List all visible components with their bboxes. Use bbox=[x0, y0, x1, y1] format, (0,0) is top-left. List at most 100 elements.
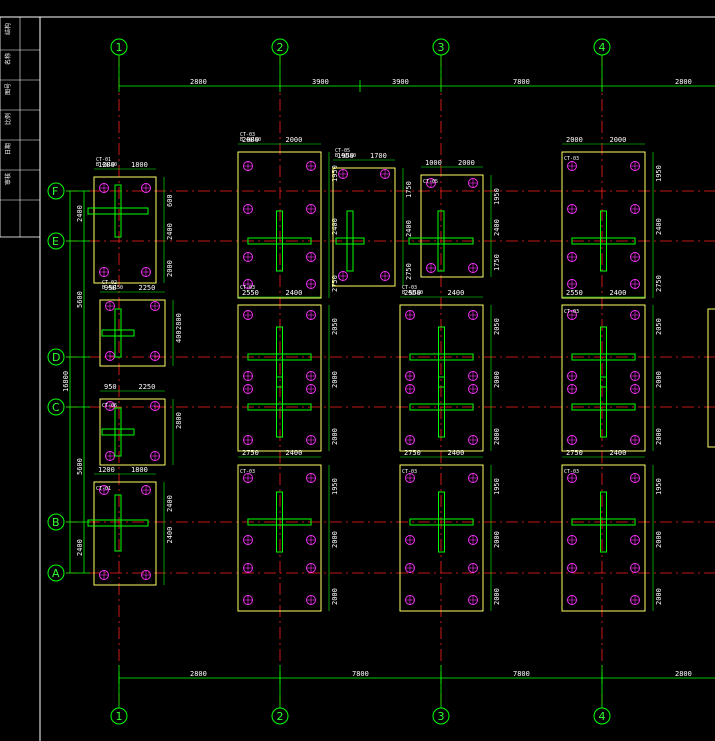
footing-tag: CT-03 bbox=[240, 469, 255, 475]
footing-dim-label: 1950 bbox=[331, 478, 339, 495]
footing-dim-label: 2000 bbox=[331, 371, 339, 388]
footing-dim-label: 2400 bbox=[166, 495, 174, 512]
footing-outline bbox=[93, 176, 157, 284]
footing-outline bbox=[420, 174, 484, 278]
footing-dim-label: 2750 bbox=[405, 263, 413, 280]
column-web bbox=[276, 491, 283, 553]
footing-dim-label: 2000 bbox=[610, 136, 627, 144]
column-web bbox=[114, 184, 122, 238]
footing-dim-label: 2050 bbox=[655, 318, 663, 335]
axis-bubble bbox=[47, 232, 65, 250]
title-block-label: 图号 bbox=[5, 83, 12, 95]
footing-dim-label: 2400 bbox=[655, 218, 663, 235]
footing-dim-label: 2000 bbox=[655, 588, 663, 605]
left-dim-label: 2400 bbox=[76, 539, 84, 556]
left-dim-label: 5600 bbox=[76, 291, 84, 308]
footing-dim-label: 1800 bbox=[131, 161, 148, 169]
column-web bbox=[276, 376, 283, 438]
row-axis-label: C bbox=[52, 401, 60, 414]
title-block-label: 日期 bbox=[4, 143, 12, 155]
footing-dim-label: 2000 bbox=[566, 136, 583, 144]
bottom-span-label: 7800 bbox=[352, 670, 369, 678]
column-web bbox=[438, 376, 445, 438]
column-web bbox=[346, 210, 354, 272]
footing-dim-label: 2050 bbox=[493, 318, 501, 335]
footing-tag: CT-01 bbox=[96, 486, 111, 492]
row-axis-label: B bbox=[52, 516, 60, 529]
title-block-label: 比例 bbox=[4, 113, 12, 125]
column-axis-label: 3 bbox=[438, 41, 445, 54]
footing-dim-label: 2400 bbox=[286, 289, 303, 297]
footing-dim-label: 1950 bbox=[655, 165, 663, 182]
footing-dim-label: 2050 bbox=[331, 318, 339, 335]
footing-spec: B 4@150 bbox=[240, 137, 261, 143]
footing-dim-label: 1750 bbox=[493, 254, 501, 271]
column-axis-label: 3 bbox=[438, 710, 445, 723]
column-flange bbox=[87, 207, 149, 215]
column-axis-label: 4 bbox=[599, 710, 606, 723]
footing-outline bbox=[99, 398, 166, 466]
footing-dim-label: 1950 bbox=[655, 478, 663, 495]
column-web bbox=[438, 491, 445, 553]
column-axis-label: 2 bbox=[277, 41, 284, 54]
footing-outline bbox=[237, 464, 322, 612]
footing-dim-label: 2400 bbox=[331, 218, 339, 235]
footing-dim-label: 2550 bbox=[566, 289, 583, 297]
footing-dim-label: 2000 bbox=[331, 531, 339, 548]
column-flange bbox=[247, 237, 312, 245]
footing-tag: CT-02 bbox=[102, 280, 117, 286]
footing-outline bbox=[561, 304, 646, 452]
footing-tag: CT-03 bbox=[240, 285, 255, 291]
axis-bubble bbox=[47, 564, 65, 582]
column-flange bbox=[571, 518, 636, 526]
axis-bubble bbox=[47, 348, 65, 366]
axis-bubble bbox=[47, 398, 65, 416]
column-flange bbox=[409, 353, 474, 361]
footing-dim-label: 2800 bbox=[175, 412, 183, 429]
column-web bbox=[114, 308, 122, 358]
column-web bbox=[437, 210, 445, 272]
footing-dim-label: 2400 bbox=[493, 219, 501, 236]
footing-dim-label: 2000 bbox=[458, 159, 475, 167]
title-block-label: 结构 bbox=[4, 23, 12, 35]
footing-dim-label: 1750 bbox=[405, 181, 413, 198]
column-axis-label: 1 bbox=[116, 41, 123, 54]
footing-dim-label: 2400 bbox=[610, 449, 627, 457]
footing-dim-label: 2750 bbox=[331, 275, 339, 292]
footing-spec: B 4@150 bbox=[335, 153, 356, 159]
bottom-span-label: 7800 bbox=[513, 670, 530, 678]
top-span-label: 2800 bbox=[675, 78, 692, 86]
column-flange bbox=[409, 518, 474, 526]
footing-dim-label: 2250 bbox=[139, 284, 156, 292]
footing-dim-label: 1700 bbox=[370, 152, 387, 160]
footing-dim-label: 2000 bbox=[493, 588, 501, 605]
footing-dim-label: 2000 bbox=[655, 531, 663, 548]
footing-spec: B 4@150 bbox=[96, 162, 117, 168]
footing-dim-label: 2400 bbox=[405, 220, 413, 237]
axis-bubble bbox=[47, 182, 65, 200]
footing-dim-label: 2000 bbox=[286, 136, 303, 144]
footing-dim-label: 2250 bbox=[139, 383, 156, 391]
footing-outline bbox=[99, 299, 166, 367]
footing-outline bbox=[237, 151, 322, 299]
footing-outline bbox=[561, 151, 646, 299]
column-flange bbox=[101, 428, 135, 436]
left-dim-label: 5600 bbox=[76, 458, 84, 475]
column-flange bbox=[247, 403, 312, 411]
footing-dim-label: 600 bbox=[166, 194, 174, 207]
footing-dim-label: 2750 bbox=[404, 449, 421, 457]
footing-dim-label: 2000 bbox=[166, 260, 174, 277]
column-axis-label: 4 bbox=[599, 41, 606, 54]
